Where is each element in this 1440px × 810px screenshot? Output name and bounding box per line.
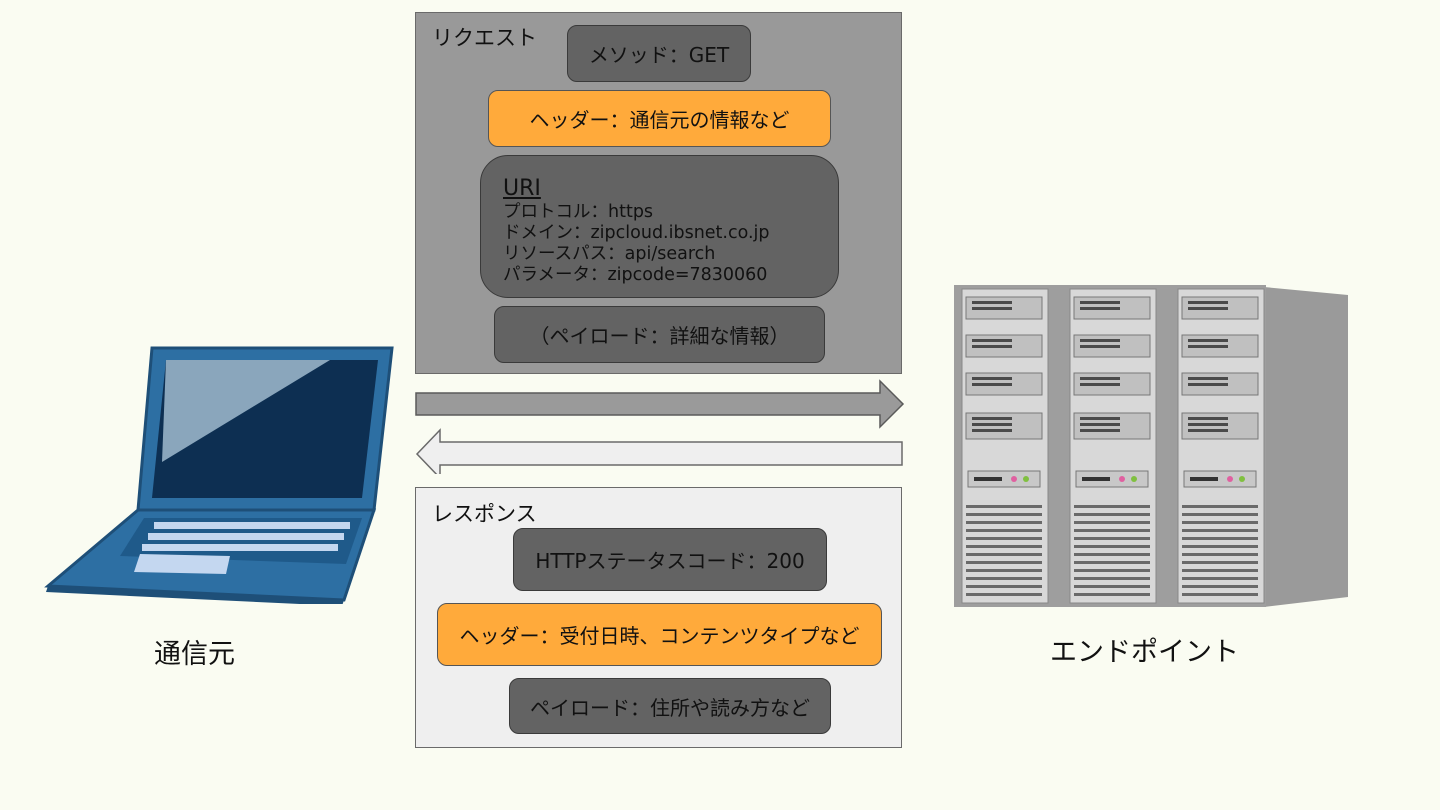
uri-protocol: プロトコル：https [503,202,654,222]
request-uri-box: URI プロトコル：https ドメイン：zipcloud.ibsnet.co.… [480,155,839,298]
server-rack-icon [954,285,1348,607]
response-payload-box: ペイロード：住所や読み方など [509,678,831,734]
server-label: エンドポイント [1050,637,1239,668]
request-method-box: メソッド：GET [567,25,751,82]
request-payload-box: （ペイロード：詳細な情報） [494,306,825,363]
uri-domain: ドメイン：zipcloud.ibsnet.co.jp [503,223,770,243]
arrow-left-icon [415,428,903,474]
request-title: リクエスト [432,26,537,50]
response-header-box: ヘッダー：受付日時、コンテンツタイプなど [437,603,882,666]
arrows [415,379,905,474]
request-header-box: ヘッダー：通信元の情報など [488,90,831,147]
server-unit [961,288,1049,604]
response-status-box: HTTPステータスコード：200 [513,528,827,591]
uri-parameter: パラメータ：zipcode=7830060 [503,265,768,285]
arrow-right-icon [415,379,905,429]
client-label: 通信元 [154,639,235,670]
response-title: レスポンス [432,502,537,526]
laptop-icon [44,346,394,604]
uri-resource-path: リソースパス：api/search [503,244,716,264]
uri-title: URI [503,176,541,201]
